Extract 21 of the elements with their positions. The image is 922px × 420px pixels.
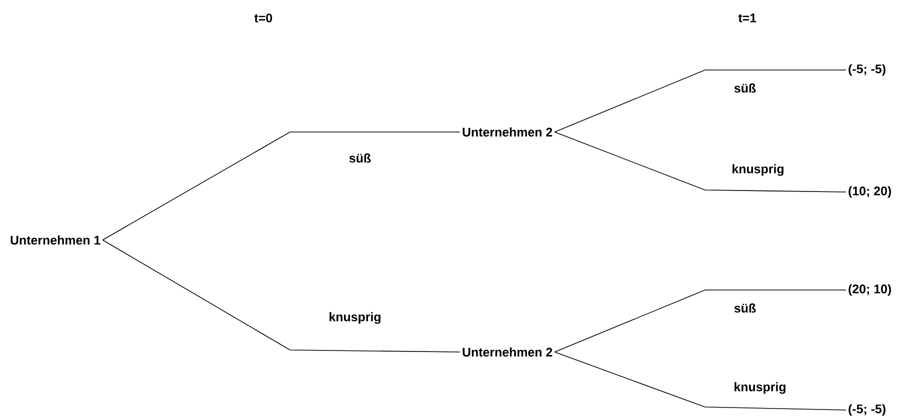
time-label: t=0 (254, 14, 272, 22)
branch-line (554, 70, 846, 132)
time-label: t=1 (738, 14, 756, 22)
edge-label: knusprig (330, 312, 380, 324)
edge-label: süß (734, 83, 756, 93)
edge-label: knusprig (734, 382, 786, 394)
branch-line (102, 132, 460, 240)
player-label: Unternehmen 2 (462, 127, 552, 137)
player-label: Unternehmen 2 (462, 347, 552, 357)
branch-line (102, 240, 460, 352)
branch-line (554, 290, 846, 352)
branch-line (554, 352, 846, 410)
payoff-label: (-5; -5) (848, 64, 886, 76)
player-label: Unternehmen 1 (10, 235, 100, 245)
payoff-label: (20; 10) (848, 284, 891, 296)
payoff-label: (10; 20) (848, 186, 891, 198)
edge-label: süß (734, 303, 756, 313)
edge-label: knusprig (732, 164, 784, 176)
branch-line (554, 132, 846, 192)
edge-label: süß (349, 153, 371, 163)
payoff-label: (-5; -5) (848, 404, 886, 416)
